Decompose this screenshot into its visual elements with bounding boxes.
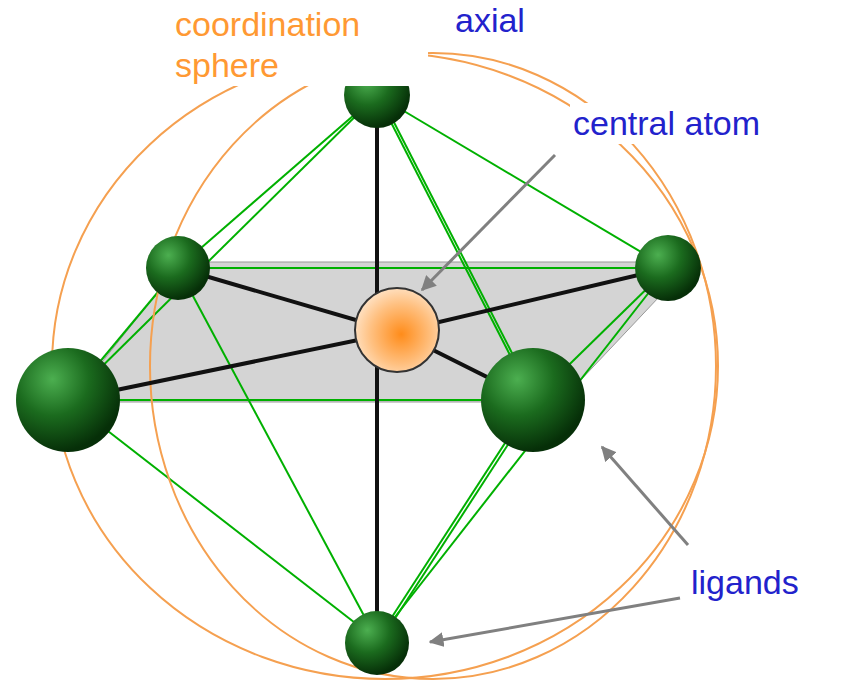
bonds [68, 95, 668, 640]
axial-label: axial [452, 0, 528, 41]
ligand-sphere [481, 348, 585, 452]
ligand-sphere [345, 611, 409, 675]
leader-lines [422, 155, 688, 642]
ligands-label: ligands [688, 562, 802, 603]
sphere-label: coordination sphere [172, 4, 428, 86]
central-atom-sphere [355, 288, 439, 372]
ligand-sphere [635, 235, 701, 301]
octahedron-edges [68, 95, 668, 640]
coordination-sphere-outline [52, 53, 718, 679]
ligand-sphere [146, 236, 210, 300]
ligand-sphere [16, 348, 120, 452]
central-atom-label: central atom [570, 103, 763, 144]
